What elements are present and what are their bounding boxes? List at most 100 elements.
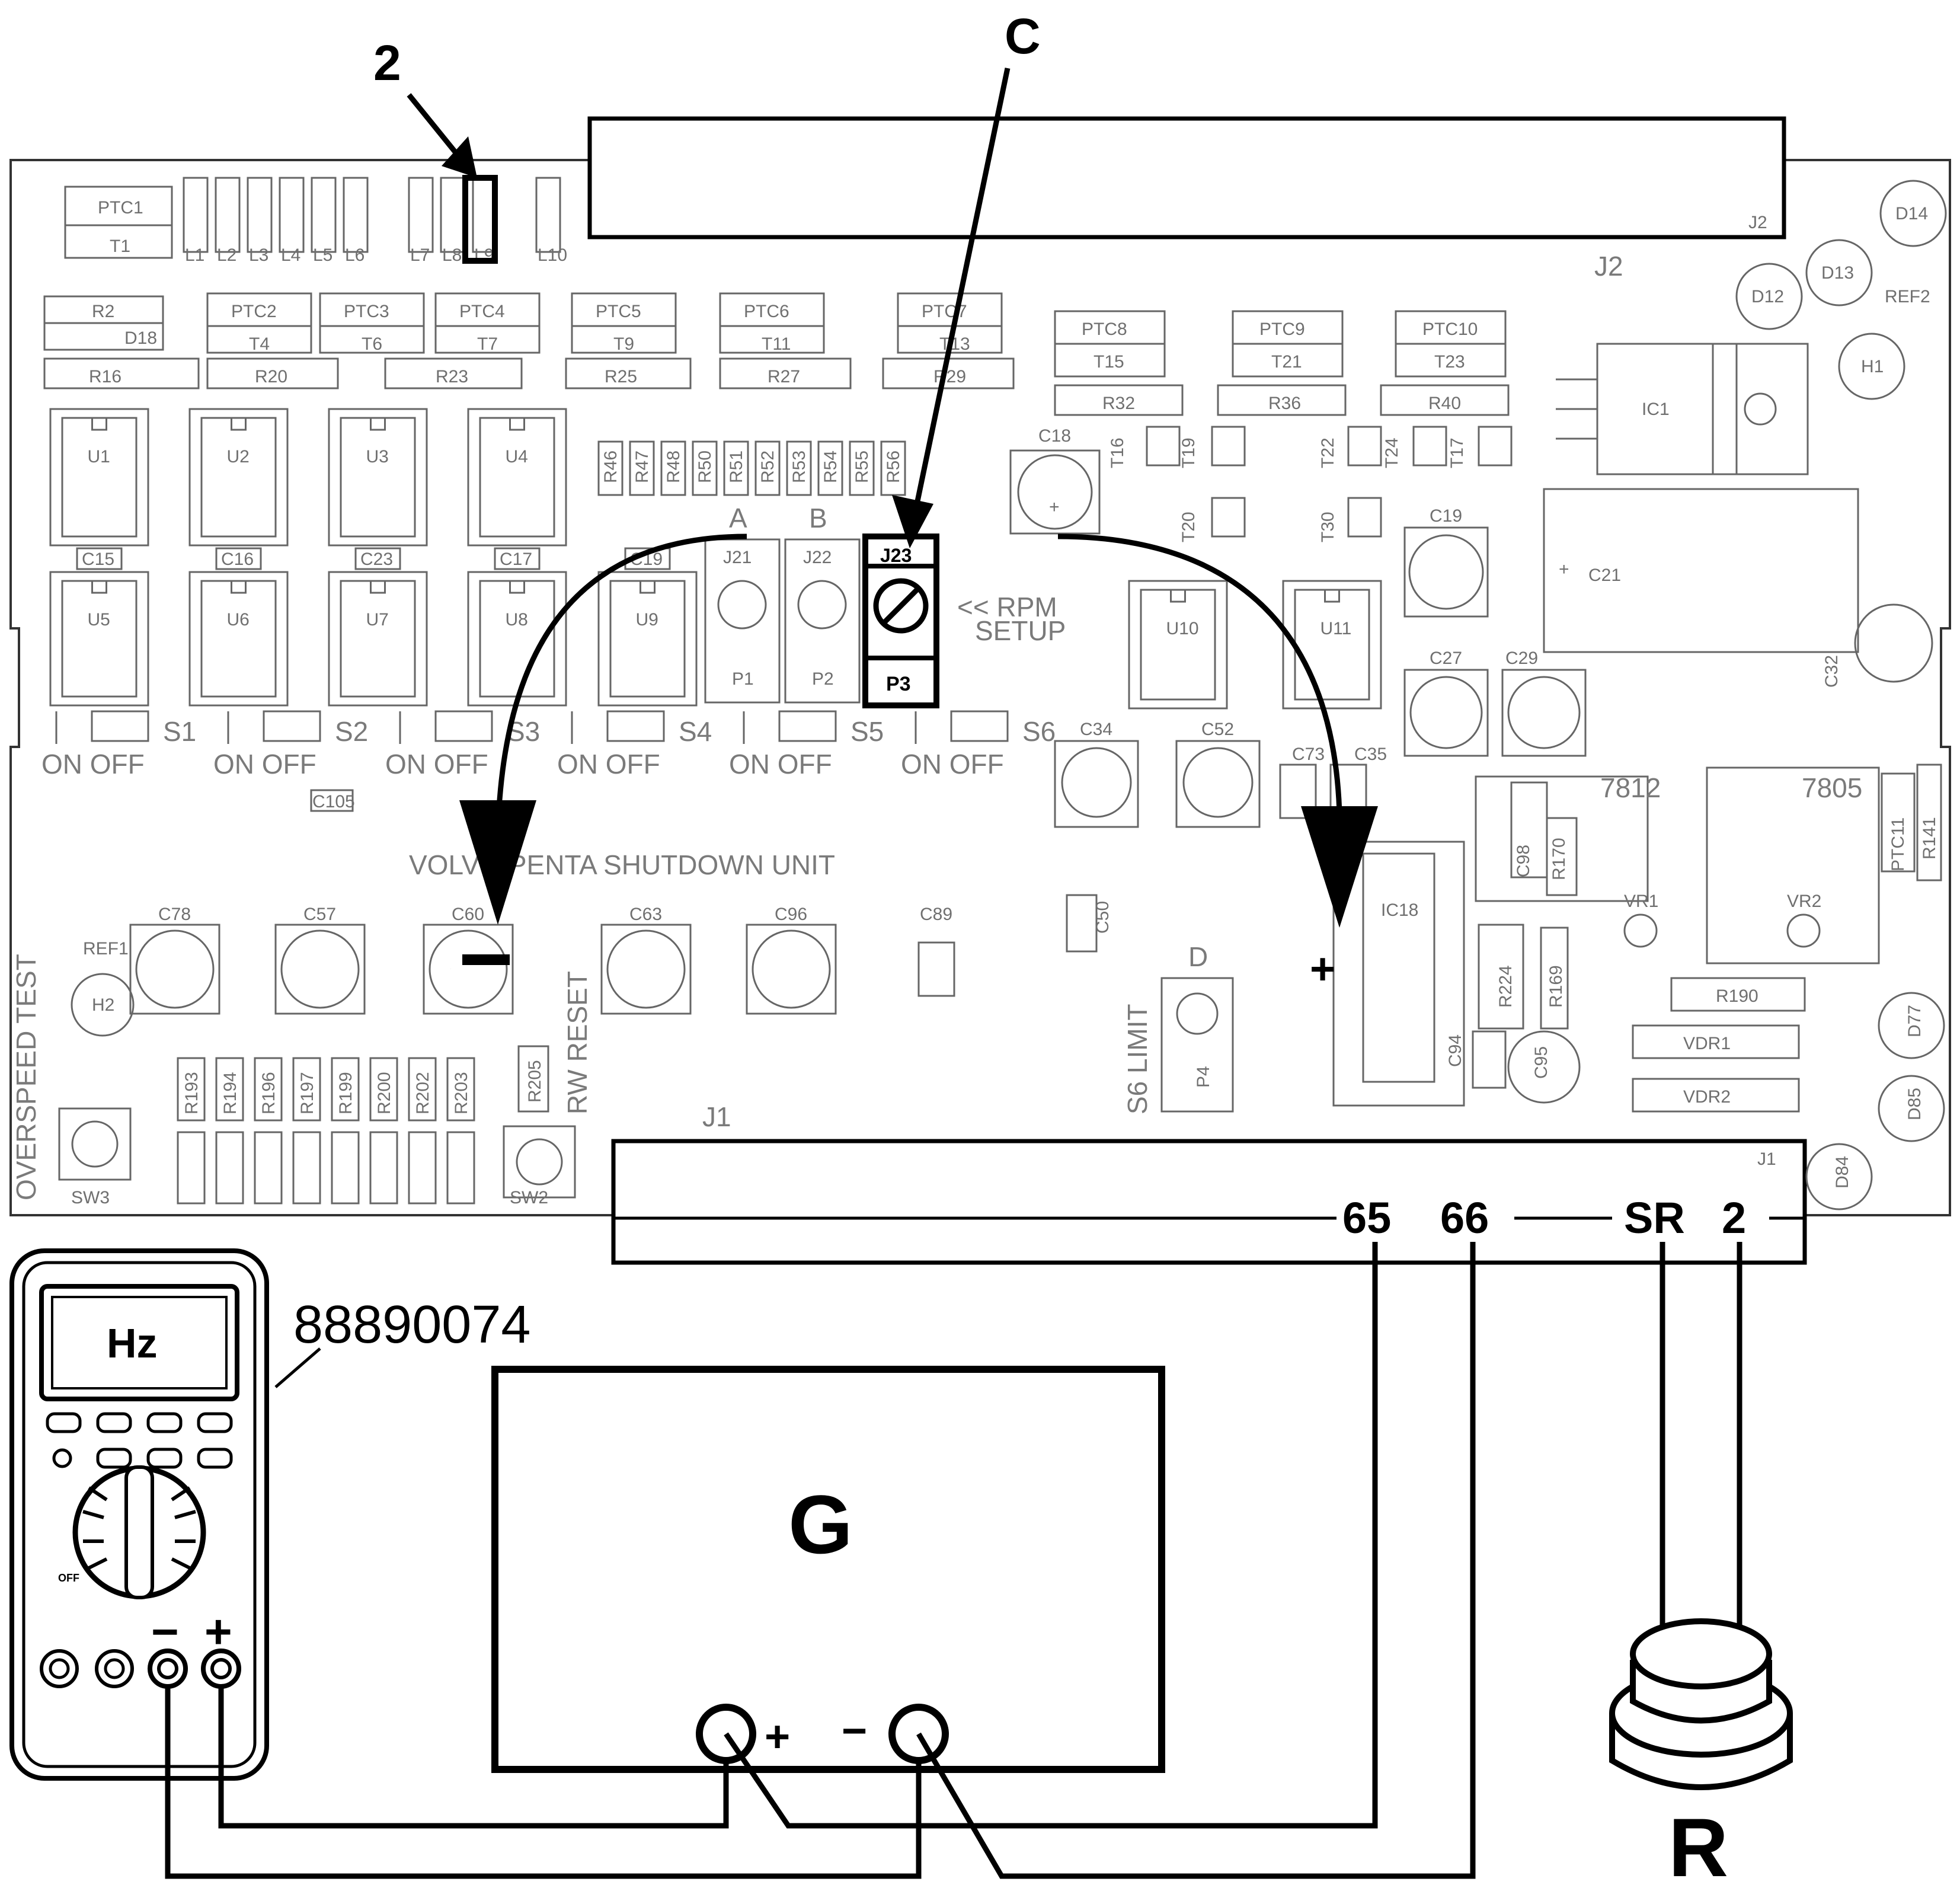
led xyxy=(408,177,434,253)
callout-c: C xyxy=(1005,8,1041,64)
ptc-label: PTC6 xyxy=(744,302,789,321)
ic xyxy=(188,408,289,547)
trim-pot[interactable] xyxy=(784,538,861,704)
switch-state-label: ON OFF xyxy=(901,749,1004,780)
svg-text:C27: C27 xyxy=(1430,648,1462,668)
svg-text:C35: C35 xyxy=(1354,745,1387,764)
sw3-button[interactable] xyxy=(58,1107,132,1181)
meter-key[interactable] xyxy=(197,1412,233,1433)
svg-text:D85: D85 xyxy=(1905,1088,1924,1120)
resistor-label: R194 xyxy=(220,1072,240,1114)
ic-label: U8 xyxy=(506,610,528,630)
rpm-trimmer-p3[interactable] xyxy=(862,534,939,708)
ic xyxy=(328,408,428,547)
cap-label: C16 xyxy=(221,550,254,569)
svg-text:P4: P4 xyxy=(1194,1066,1213,1088)
switch-label: S2 xyxy=(335,716,368,747)
svg-text:T17: T17 xyxy=(1447,437,1467,468)
ic-label: U6 xyxy=(227,610,250,630)
ic-label: U10 xyxy=(1166,619,1199,638)
meter-key[interactable] xyxy=(146,1448,183,1469)
electrolytic-cap xyxy=(600,924,692,1015)
led xyxy=(440,177,466,253)
resistor-label: R48 xyxy=(664,451,683,483)
svg-text:VR2: VR2 xyxy=(1787,892,1821,911)
svg-text:C32: C32 xyxy=(1822,655,1841,688)
svg-text:R20: R20 xyxy=(255,367,287,386)
connector-j1-label: J1 xyxy=(1757,1149,1776,1169)
ptc-t-label: T6 xyxy=(362,334,382,354)
ptc-label: PTC8 xyxy=(1082,320,1127,339)
trim-pot[interactable] xyxy=(704,538,781,704)
sensor-label: R xyxy=(1668,1801,1728,1885)
meter-key[interactable] xyxy=(146,1412,183,1433)
rw-reset-label: RW RESET xyxy=(562,971,593,1114)
resistor-label: R47 xyxy=(632,451,652,483)
ptc xyxy=(206,292,312,354)
svg-text:R190: R190 xyxy=(1716,986,1758,1006)
cap-label: C60 xyxy=(452,905,484,924)
svg-text:REF2: REF2 xyxy=(1885,287,1930,306)
cap-label: C89 xyxy=(920,905,952,924)
resistor xyxy=(446,1057,475,1122)
ic xyxy=(49,408,149,547)
led-label: L5 xyxy=(313,245,332,265)
ptc-label: PTC4 xyxy=(459,302,505,321)
ptc-t-label: T23 xyxy=(1434,352,1465,372)
led-label: L1 xyxy=(185,245,204,265)
svg-text:C98: C98 xyxy=(1514,845,1533,877)
callout-2: 2 xyxy=(373,35,401,91)
switch-label: S1 xyxy=(163,716,196,747)
dip-switch[interactable] xyxy=(778,710,837,742)
svg-text:REF1: REF1 xyxy=(83,939,129,959)
meter-key[interactable] xyxy=(46,1412,82,1433)
meter-key[interactable] xyxy=(96,1412,132,1433)
svg-text:R170: R170 xyxy=(1549,838,1569,880)
ptc-t-label: T11 xyxy=(762,334,791,354)
dip-switch[interactable] xyxy=(91,710,149,742)
ptc-t-label: T9 xyxy=(613,334,634,354)
cap xyxy=(917,941,955,997)
svg-text:C21: C21 xyxy=(1588,566,1621,585)
ptc xyxy=(719,292,825,354)
meter-key[interactable] xyxy=(197,1448,233,1469)
led xyxy=(535,177,561,253)
trimmer-j23-label: J23 xyxy=(880,545,912,566)
ic-label: U11 xyxy=(1320,619,1352,638)
terminal-2: 2 xyxy=(1722,1193,1746,1242)
svg-text:R141: R141 xyxy=(1920,817,1939,860)
led xyxy=(247,177,273,253)
led-label: L10 xyxy=(538,245,567,265)
resistor-label: R203 xyxy=(452,1072,471,1114)
resistor-label: R54 xyxy=(821,451,840,483)
dip-switch[interactable] xyxy=(434,710,493,742)
resistor xyxy=(331,1057,360,1122)
meter-key[interactable] xyxy=(96,1448,132,1469)
meter-off-label: OFF xyxy=(58,1572,79,1584)
led xyxy=(343,177,369,253)
regulator-7805: 7805 xyxy=(1802,772,1862,803)
regulator-7812: 7812 xyxy=(1600,772,1661,803)
dip-switch[interactable] xyxy=(950,710,1009,742)
svg-text:R36: R36 xyxy=(1268,394,1301,413)
dip-switch[interactable] xyxy=(263,710,321,742)
sw2-button[interactable] xyxy=(503,1125,576,1199)
switch-label: S5 xyxy=(850,716,884,747)
resistor-label: R193 xyxy=(182,1072,202,1114)
ic-label: U7 xyxy=(366,610,389,630)
resistor xyxy=(754,440,781,496)
switch-state-label: ON OFF xyxy=(41,749,145,780)
meter-lead-minus xyxy=(165,1686,922,1879)
ic-label: U5 xyxy=(88,610,110,630)
dip-switch[interactable] xyxy=(606,710,665,742)
led xyxy=(254,1131,283,1205)
svg-text:R16: R16 xyxy=(89,367,121,386)
